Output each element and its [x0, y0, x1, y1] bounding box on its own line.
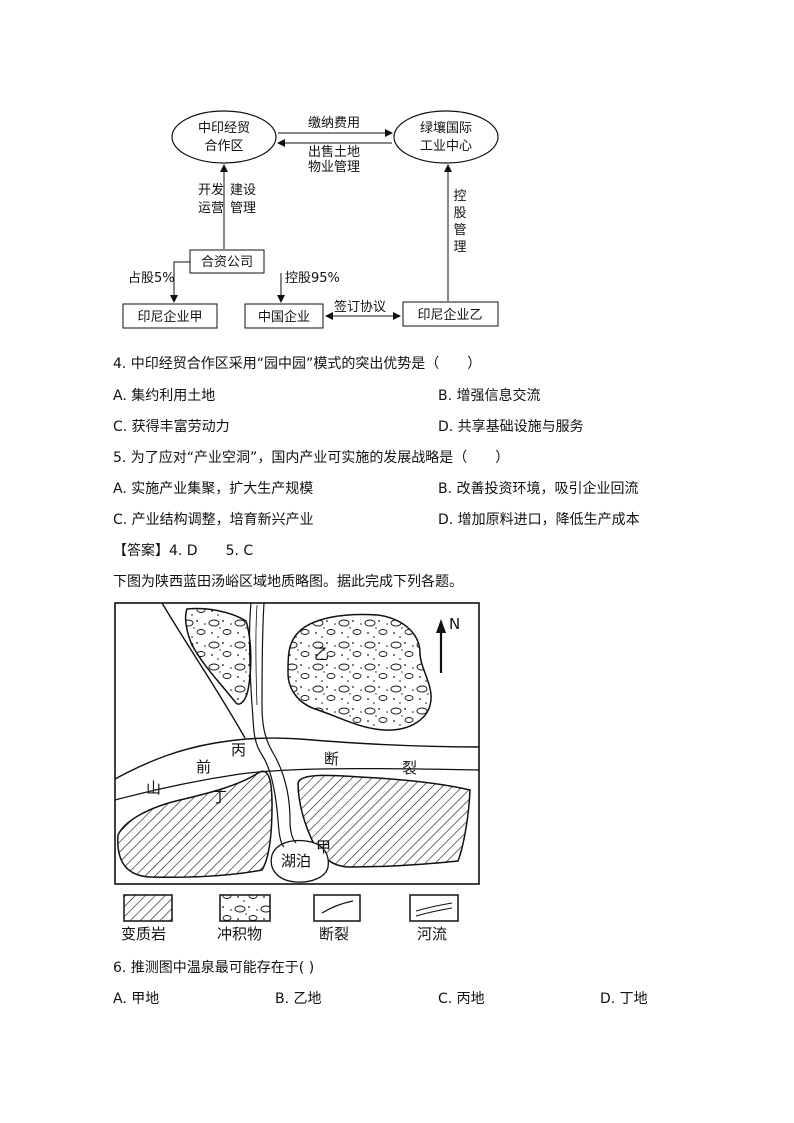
holding-label-4: 理	[453, 240, 466, 255]
legend-metamorphic-label: 变质岩	[121, 925, 166, 943]
holding-label-1: 控	[453, 189, 466, 204]
river-line-1	[248, 602, 285, 848]
legend-river-label: 河流	[417, 925, 447, 943]
indo-a-label: 印尼企业甲	[137, 309, 202, 325]
label-qian: 前	[196, 758, 211, 776]
cn-box	[244, 303, 324, 329]
q4-option-c: C. 获得丰富劳动力	[113, 419, 230, 435]
center-label-1: 绿壤国际	[420, 120, 472, 136]
q5-option-b: B. 改善投资环境，吸引企业回流	[438, 481, 639, 497]
label-duan: 断	[324, 750, 339, 768]
zone-ellipse	[171, 110, 277, 164]
q6-stem: 6. 推测图中温泉最可能存在于( )	[113, 960, 315, 976]
legend-river-line-1	[415, 902, 453, 912]
develop-label-1: 开发	[198, 182, 224, 198]
label-yi: 乙	[314, 645, 329, 663]
intro-line: 下图为陕西蓝田汤峪区域地质略图。据此完成下列各题。	[113, 574, 463, 590]
legend-alluvium-swatch	[219, 894, 271, 922]
north-arrow-head	[436, 619, 446, 633]
legend-fault-label: 断裂	[319, 925, 349, 943]
legend-river-swatch	[409, 894, 459, 922]
label-lie: 裂	[402, 759, 417, 777]
label-jia: 甲	[316, 838, 331, 856]
build-label-1: 建设	[230, 183, 256, 198]
indo-a-box	[122, 303, 218, 329]
develop-label-2: 运营	[198, 201, 224, 216]
pct95-label: 控股95%	[285, 271, 340, 286]
legend-fault-line	[321, 900, 354, 914]
metamorphic-jia	[297, 774, 471, 868]
q6-option-a: A. 甲地	[113, 991, 160, 1007]
build-label-2: 管理	[230, 201, 256, 216]
zone-label-2: 合作区	[204, 139, 243, 154]
alluvium-nw	[184, 607, 252, 705]
river-line-2	[261, 602, 297, 844]
q4-option-b: B. 增强信息交流	[438, 388, 541, 404]
q5-stem: 5. 为了应对“产业空洞”，国内产业可实施的发展战略是（ ）	[113, 450, 510, 466]
q6-option-d: D. 丁地	[600, 991, 648, 1007]
q4-option-a: A. 集约利用土地	[113, 388, 216, 404]
sell-label-2: 物业管理	[308, 160, 360, 175]
jv-label: 合资公司	[201, 255, 253, 270]
label-bing: 丙	[231, 741, 246, 759]
answer-line: 【答案】4. D 5. C	[113, 543, 254, 559]
north-label: N	[449, 615, 460, 633]
q4-stem: 4. 中印经贸合作区采用“园中园”模式的突出优势是（ ）	[113, 356, 482, 372]
org-flowchart: 中印经贸 合作区 绿壤国际 工业中心 缴纳费用 出售土地 物业管理 开发 运营 …	[122, 110, 499, 329]
fault-lower	[114, 767, 480, 801]
q5-option-d: D. 增加原料进口，降低生产成本	[438, 512, 640, 528]
zone-label-1: 中印经贸	[198, 121, 250, 136]
fee-label: 缴纳费用	[308, 116, 360, 131]
q6-option-b: B. 乙地	[275, 991, 322, 1007]
sell-label-1: 出售土地	[308, 144, 360, 160]
q6-option-c: C. 丙地	[438, 991, 485, 1007]
pct5-label: 占股5%	[128, 271, 175, 286]
label-ding: 丁	[212, 788, 227, 806]
holding-label-2: 股	[453, 206, 466, 221]
indo-b-label: 印尼企业乙	[417, 307, 482, 323]
alluvium-yi	[287, 613, 432, 731]
center-ellipse	[393, 110, 499, 164]
agreement-label: 签订协议	[334, 299, 386, 315]
river-inner	[255, 604, 258, 706]
fault-diagonal	[161, 602, 246, 739]
holding-label-3: 管	[453, 223, 466, 238]
q4-option-d: D. 共享基础设施与服务	[438, 419, 584, 435]
center-label-2: 工业中心	[420, 139, 472, 154]
indo-b-box	[402, 301, 499, 327]
legend-river-line-2	[415, 907, 453, 917]
label-lake: 湖泊	[281, 852, 311, 870]
map-frame	[114, 602, 480, 885]
label-shan: 山	[146, 779, 161, 797]
geology-map: N 乙 丙 前 山 丁 断 裂 甲 湖泊 变质岩 冲积物 断裂 河流	[114, 602, 480, 943]
jv-to-indo-a-line	[170, 261, 190, 303]
metamorphic-ding	[117, 770, 273, 878]
cn-label: 中国企业	[258, 309, 310, 325]
fault-main	[114, 737, 480, 780]
q5-option-a: A. 实施产业集聚，扩大生产规模	[113, 481, 314, 497]
q5-option-c: C. 产业结构调整，培育新兴产业	[113, 512, 314, 528]
legend-fault-swatch	[313, 894, 361, 922]
legend-alluvium-label: 冲积物	[217, 925, 262, 943]
legend-metamorphic-swatch	[123, 894, 173, 922]
